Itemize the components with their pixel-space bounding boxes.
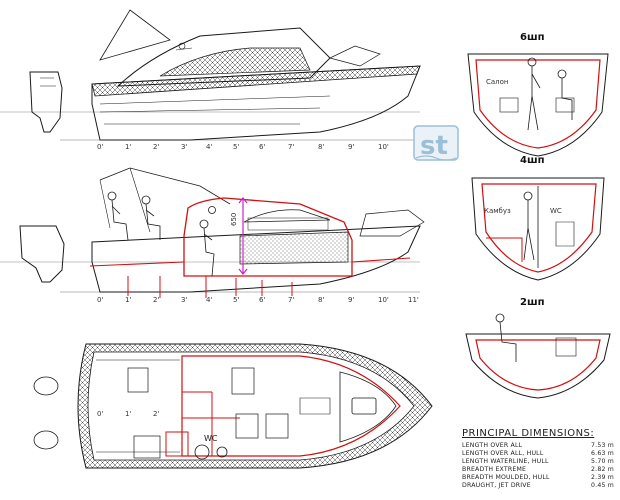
outboard-motor [19,225,65,283]
dimension-label: BREADTH MOULDED, HULL [462,474,550,482]
section-room-label: Салон [486,78,509,86]
helm-console [165,431,189,457]
station-tick: 3' [181,143,187,151]
section-outline [467,53,609,157]
hull-profile [91,225,421,293]
station-tick: 9' [348,143,354,151]
section-title: 2шп [520,297,545,308]
cabin-window [243,209,331,223]
dimension-row: LENGTH WATERLINE, HULL 5.70 m [462,458,614,466]
station-tick: 7' [288,143,294,151]
station-tick: 2' [153,410,159,418]
dimension-label: DRAUGHT, JET DRIVE [462,482,531,490]
side-window [159,47,311,77]
section-title: 6шп [520,32,545,43]
headroom-label: 650 [230,213,238,226]
station-tick: 5' [233,143,239,151]
dimension-row: LENGTH OVER ALL 7.53 m [462,442,614,450]
section-2 [465,313,611,399]
section-title: 4шп [520,155,545,166]
station-tick: 1' [125,410,131,418]
dimension-value: 2.82 m [591,466,614,474]
station-tick: 0' [97,410,103,418]
cabin-top [116,27,331,87]
deck-plan-view [33,343,433,469]
dimension-label: LENGTH OVER ALL [462,442,523,449]
section-6 [467,53,609,157]
radar-arch [99,9,171,61]
station-tick: 1' [125,296,131,304]
engine-pod [33,430,59,450]
dimension-value: 7.53 m [591,442,614,449]
station-tick: 8' [318,296,324,304]
section-outline [465,333,611,399]
st-logo-icon: st [413,125,459,161]
interior-station-ticks: 0' 1' 2' 3' 4' 5' 6' 7' 8' 9' 10' 11' [97,296,419,304]
engine-pod [33,376,59,396]
station-tick: 5' [233,296,239,304]
dimension-value: 2.39 m [591,474,614,482]
profile-station-ticks: 0' 1' 2' 3' 4' 5' 6' 7' 8' 9' 10' [97,143,389,151]
outboard-motor [29,71,63,133]
station-tick: 4' [206,296,212,304]
dimension-label: BREADTH EXTREME [462,466,527,474]
interior-bulkheads [181,355,401,457]
cabin-envelope [183,197,353,277]
station-tick: 2' [153,143,159,151]
station-tick: 7' [288,296,294,304]
plan-wc-label: WC [204,434,218,443]
dimension-row: LENGTH OVER ALL, HULL 6.63 m [462,450,614,458]
dimension-label: LENGTH OVER ALL, HULL [462,450,544,458]
berth-cushion [239,231,349,265]
dimension-row: DRAUGHT, JET DRIVE 0.45 m [462,482,614,490]
helm-seat [127,367,149,393]
section-room-label: WC [550,207,562,215]
dimension-row: BREADTH MOULDED, HULL 2.39 m [462,474,614,482]
station-tick: 6' [259,143,265,151]
station-tick: 8' [318,143,324,151]
station-tick: 11' [408,296,419,304]
principal-dimensions-table: PRINCIPAL DIMENSIONS: LENGTH OVER ALL 7.5… [462,428,614,491]
station-tick: 1' [125,143,131,151]
station-tick: 3' [181,296,187,304]
principal-dimensions-title: PRINCIPAL DIMENSIONS: [462,428,595,439]
exterior-profile-view [0,9,421,141]
dimension-value: 5.70 m [591,458,614,466]
section-4 [471,177,605,281]
windshield-frame [99,167,231,205]
plan-station-ticks: 0' 1' 2' [97,410,159,418]
forward-locker [339,371,397,443]
dimension-label: LENGTH WATERLINE, HULL [462,458,549,466]
station-tick: 10' [378,296,389,304]
crew-figures [107,191,216,277]
hull-profile [91,65,421,141]
station-tick: 2' [153,296,159,304]
interior-profile-view [0,167,425,298]
section-outline [471,177,605,281]
dimension-row: BREADTH EXTREME 2.82 m [462,466,614,474]
dimension-value: 6.63 m [591,450,614,458]
steering-wheel [194,444,210,460]
station-tick: 0' [97,296,103,304]
station-tick: 6' [259,296,265,304]
station-tick: 0' [97,143,103,151]
dimension-value: 0.45 m [591,482,614,490]
station-tick: 4' [206,143,212,151]
station-tick: 10' [378,143,389,151]
sheer-strake [91,65,421,97]
section-room-label: Камбуз [484,207,511,215]
deck-hatch [351,397,377,415]
passenger-seat [231,367,255,395]
station-tick: 9' [348,296,354,304]
